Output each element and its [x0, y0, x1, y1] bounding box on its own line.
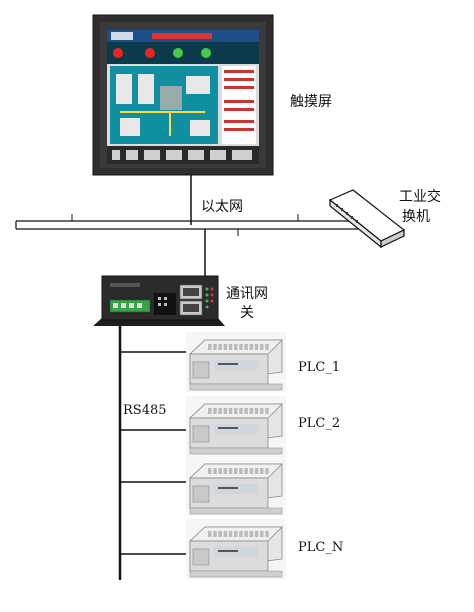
touchscreen-icon: [92, 14, 274, 176]
rs485-bus: [118, 326, 190, 580]
switch-label-line1: 工业交: [399, 189, 441, 205]
gateway-icon: [93, 275, 225, 326]
plc-label-n: PLC_N: [298, 540, 344, 555]
switch-icon: [328, 189, 406, 249]
plc-module-icon: [186, 332, 286, 392]
plc-module-icon: [186, 456, 286, 516]
gateway-label-line2: 关: [240, 305, 254, 321]
touchscreen-label: 触摸屏: [290, 94, 332, 110]
plc-module-icon: [186, 519, 286, 579]
gateway-label-line1: 通讯网: [226, 286, 268, 302]
plc-label-1: PLC_1: [298, 360, 341, 375]
rs485-label: RS485: [123, 403, 167, 418]
plc-module-icon: [186, 396, 286, 456]
plc-label-2: PLC_2: [298, 416, 341, 431]
ethernet-bus: [15, 214, 360, 236]
switch-label-line2: 换机: [402, 209, 430, 225]
ethernet-label: 以太网: [201, 199, 243, 215]
